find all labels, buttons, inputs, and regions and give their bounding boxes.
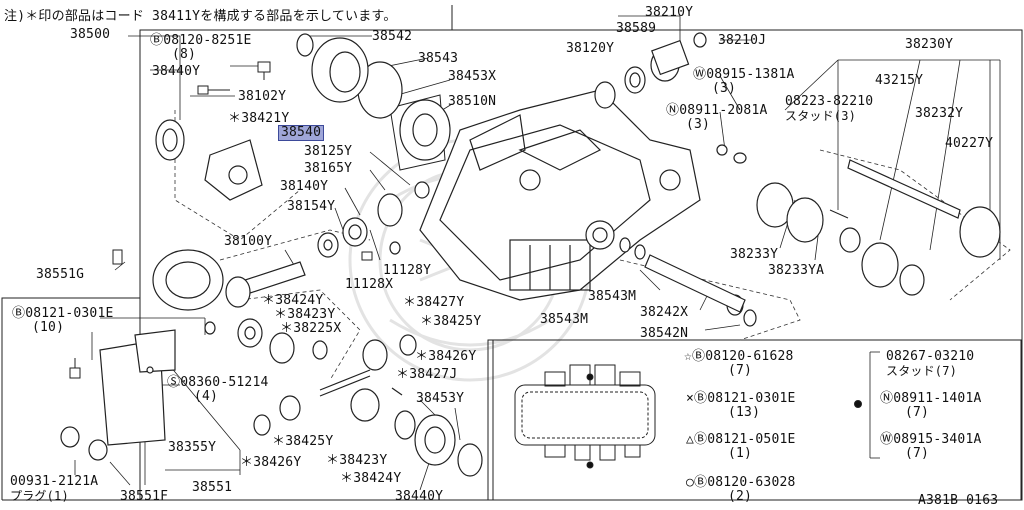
part-38427y[interactable]: ＊38427Y: [403, 295, 465, 310]
part-00931-2121a[interactable]: 00931-2121A: [10, 474, 99, 489]
legend-circle-08120-63028[interactable]: ○Ⓑ08120-63028: [686, 475, 796, 490]
part-38423y-b[interactable]: ＊38423Y: [326, 453, 388, 468]
part-08223-82210[interactable]: 08223-82210: [785, 94, 874, 109]
qty-8: (8): [172, 47, 197, 62]
part-38230y[interactable]: 38230Y: [905, 37, 954, 52]
part-38453x[interactable]: 38453X: [448, 69, 497, 84]
part-38551[interactable]: 38551: [192, 480, 233, 495]
qty-2: (2): [728, 489, 753, 504]
part-38426y-b[interactable]: ＊38426Y: [240, 455, 302, 470]
part-38425y-b[interactable]: ＊38425Y: [272, 434, 334, 449]
qty-4: (4): [194, 389, 219, 404]
part-38453y[interactable]: 38453Y: [416, 391, 465, 406]
qty-13: (13): [728, 405, 761, 420]
qty-7-c: (7): [905, 446, 930, 461]
leader-lines: [74, 15, 1001, 491]
bolts: [69, 61, 849, 379]
legend-cross-08121-0301e[interactable]: ×Ⓑ08121-0301E: [686, 391, 796, 406]
part-08120-8251e[interactable]: Ⓑ08120-8251E: [150, 33, 252, 48]
part-38355y[interactable]: 38355Y: [168, 440, 217, 455]
part-38225x[interactable]: ＊38225X: [280, 321, 342, 336]
part-38424y-b[interactable]: ＊38424Y: [340, 471, 402, 486]
part-08267-03210[interactable]: 08267-03210: [886, 349, 975, 364]
qty-7-b: (7): [905, 405, 930, 420]
part-38421y[interactable]: ＊38421Y: [228, 111, 290, 126]
plug-note: プラグ(1): [10, 489, 69, 503]
part-38140y[interactable]: 38140Y: [280, 179, 329, 194]
part-38440y-bottom[interactable]: 38440Y: [395, 489, 444, 504]
qty-3-a: (3): [712, 81, 737, 96]
part-38551g[interactable]: 38551G: [36, 267, 85, 282]
part-38440y-top[interactable]: 38440Y: [152, 64, 201, 79]
part-38154y[interactable]: 38154Y: [287, 199, 336, 214]
part-38543[interactable]: 38543: [418, 51, 459, 66]
part-11128y[interactable]: 11128Y: [383, 263, 432, 278]
qty-7-a: (7): [728, 363, 753, 378]
inset-left-bracket: [487, 339, 494, 501]
part-43215y[interactable]: 43215Y: [875, 73, 924, 88]
part-38510n[interactable]: 38510N: [448, 94, 497, 109]
part-38165y[interactable]: 38165Y: [304, 161, 353, 176]
part-08121-0301e-a[interactable]: Ⓑ08121-0301E: [12, 306, 114, 321]
inset-schematic: [514, 364, 862, 469]
part-38233y[interactable]: 38233Y: [730, 247, 779, 262]
part-s08360-51214[interactable]: Ⓢ08360-51214: [167, 375, 269, 390]
part-38589[interactable]: 38589: [616, 21, 657, 36]
note-text: 注)＊印の部品はコード 38411Yを構成する部品を示しています。: [4, 9, 397, 24]
part-38540-highlighted[interactable]: 38540: [278, 125, 325, 141]
part-38543m-b[interactable]: 38543M: [540, 312, 589, 327]
qty-1: (1): [728, 446, 753, 461]
part-38425y-a[interactable]: ＊38425Y: [420, 314, 482, 329]
top-frame: [139, 29, 452, 298]
part-38233ya[interactable]: 38233YA: [768, 263, 825, 278]
part-38210y[interactable]: 38210Y: [645, 5, 694, 20]
part-38542n[interactable]: 38542N: [640, 326, 689, 341]
qty-10: (10): [32, 320, 65, 335]
part-38210j[interactable]: 38210J: [718, 33, 767, 48]
part-38427j[interactable]: ＊38427J: [396, 367, 458, 382]
part-38242x[interactable]: 38242X: [640, 305, 689, 320]
part-38542[interactable]: 38542: [372, 29, 413, 44]
part-38551f[interactable]: 38551F: [120, 489, 169, 504]
part-38423y-a[interactable]: ＊38423Y: [274, 307, 336, 322]
qty-3-b: (3): [686, 117, 711, 132]
part-38424y-a[interactable]: ＊38424Y: [262, 293, 324, 308]
part-38102y[interactable]: 38102Y: [238, 89, 287, 104]
part-38232y[interactable]: 38232Y: [915, 106, 964, 121]
part-w08915-3401a[interactable]: Ⓦ08915-3401A: [880, 432, 982, 447]
stud-note-7: スタッド(7): [886, 364, 958, 378]
part-40227y[interactable]: 40227Y: [945, 136, 994, 151]
part-w08915-1381a[interactable]: Ⓦ08915-1381A: [693, 67, 795, 82]
legend-triangle-08121-0501e[interactable]: △Ⓑ08121-0501E: [686, 432, 796, 447]
gears-and-shafts: [99, 139, 961, 446]
figure-code: A381B 0163: [918, 493, 999, 508]
part-n08911-2081a[interactable]: Ⓝ08911-2081A: [666, 103, 768, 118]
legend-star-08120-61628[interactable]: ☆Ⓑ08120-61628: [684, 349, 794, 364]
part-n08911-1401a[interactable]: Ⓝ08911-1401A: [880, 391, 982, 406]
stud-note-3: スタッド(3): [785, 109, 857, 123]
bearings-and-rings: [60, 32, 1001, 477]
part-11128x[interactable]: 11128X: [345, 277, 394, 292]
part-38125y[interactable]: 38125Y: [304, 144, 353, 159]
part-38543m-a[interactable]: 38543M: [588, 289, 637, 304]
part-38100y[interactable]: 38100Y: [224, 234, 273, 249]
part-38426y-a[interactable]: ＊38426Y: [415, 349, 477, 364]
part-38120y[interactable]: 38120Y: [566, 41, 615, 56]
part-38500[interactable]: 38500: [70, 27, 111, 42]
